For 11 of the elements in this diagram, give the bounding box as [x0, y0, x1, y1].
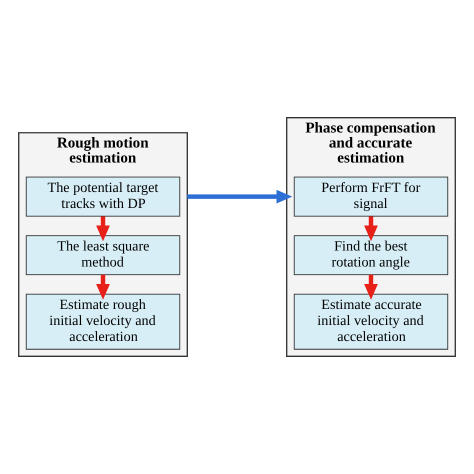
node-box: Estimate accurate initial velocity and acceleration	[294, 294, 448, 350]
node-box: Estimate rough initial velocity and acceleration	[26, 294, 180, 350]
node-box: The least square method	[26, 235, 180, 276]
node-box: Find the best rotation angle	[294, 235, 448, 276]
node-box: The potential target tracks with DP	[26, 176, 180, 217]
arrow	[364, 274, 378, 300]
arrow	[96, 274, 110, 300]
node-box: Perform FrFT for signal	[294, 176, 448, 217]
arrow	[187, 190, 292, 204]
arrow	[364, 216, 378, 242]
arrow	[96, 216, 110, 242]
